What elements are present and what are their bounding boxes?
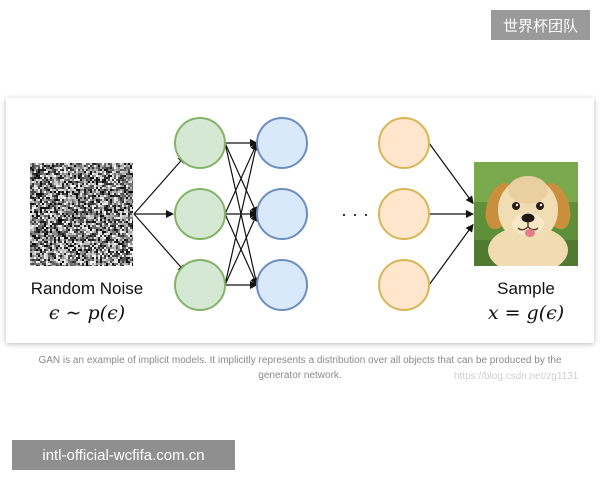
noise-texture (30, 163, 133, 266)
output-arrow-1 (428, 142, 474, 205)
input-arrow-3 (133, 213, 186, 273)
layer-1-node-3 (174, 259, 226, 311)
dog-sample-image (474, 162, 578, 266)
connection-edges (133, 139, 474, 289)
layer-2-node-1 (256, 117, 308, 169)
layer-1-node-2 (174, 188, 226, 240)
caption-line-2: generator network. (258, 370, 342, 381)
layer-3-node-3 (378, 259, 430, 311)
output-arrow-3 (428, 223, 474, 286)
edge-l1-3-l2-2 (224, 213, 258, 286)
site-badge: 世界杯团队 (491, 10, 590, 40)
caption-line-1: GAN is an example of implicit models. It… (38, 355, 562, 366)
gan-diagram: Random Noise ϵ ∼ p(ϵ) Sample x = g(ϵ) (6, 98, 594, 343)
random-noise-formula: ϵ ∼ p(ϵ) (48, 302, 126, 324)
layer-3-node-1 (378, 117, 430, 169)
random-noise-image (30, 163, 133, 266)
watermark-url: https://blog.csdn.net/zg1131 (454, 371, 579, 382)
network-graph: · · · (133, 117, 474, 311)
edge-l1-3-l2-1 (224, 142, 260, 286)
network-nodes (174, 117, 430, 311)
figure-caption: GAN is an example of implicit models. It… (10, 353, 590, 383)
input-arrow-1 (133, 155, 186, 215)
layer-ellipsis: · · · (341, 204, 369, 224)
layer-2-node-3 (256, 259, 308, 311)
edge-l1-2-l2-1 (224, 142, 258, 215)
layer-1-node-1 (174, 117, 226, 169)
site-url-badge: intl-official-wcfifa.com.cn (12, 440, 235, 470)
random-noise-label: Random Noise (30, 279, 144, 298)
layer-3-node-2 (378, 188, 430, 240)
sample-formula: x = g(ϵ) (487, 302, 565, 324)
sample-label: Sample (497, 279, 555, 298)
layer-2-node-2 (256, 188, 308, 240)
